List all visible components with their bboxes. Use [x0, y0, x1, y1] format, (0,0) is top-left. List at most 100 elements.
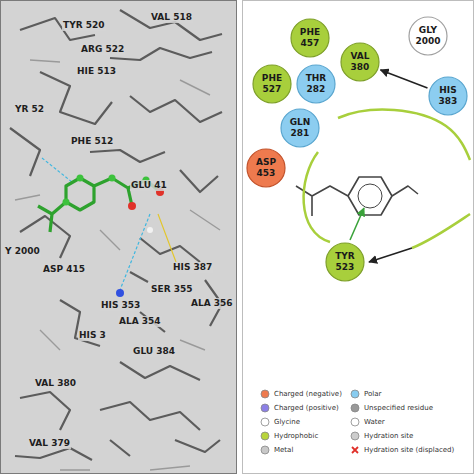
residue-label: GLY 2000: [415, 25, 440, 47]
residue-circle: HIS 383: [428, 76, 468, 116]
legend-sample: [350, 389, 360, 399]
legend-sample: [260, 403, 270, 413]
legend-swatch: [261, 446, 269, 454]
legend-text: Hydrophobic: [274, 432, 318, 440]
residue-disc: [326, 243, 364, 281]
residue-label: GLN 281: [290, 117, 311, 139]
oxygen-atom: [128, 202, 136, 210]
pocket-outline: [304, 110, 470, 248]
legend-item: Hydration site (displaced): [350, 444, 454, 455]
residue-tag: VAL 380: [34, 378, 77, 389]
legend-item: Water: [350, 416, 385, 427]
legend-sample: [260, 431, 270, 441]
legend-sample: [260, 389, 270, 399]
residue-circle: GLY 2000: [408, 16, 448, 56]
hbond-arrow: [369, 248, 412, 262]
aromatic-ring: [358, 184, 382, 208]
residue-label: VAL 380: [350, 51, 369, 73]
interaction-arrow: [381, 70, 428, 88]
residue-tag: GLU 41: [130, 180, 168, 191]
legend-sample: [350, 417, 360, 427]
residue-tag: Y 2000: [4, 246, 41, 257]
residue-disc: [409, 17, 447, 55]
legend-text: Hydration site: [364, 432, 413, 440]
residue-disc: [429, 77, 467, 115]
residue-tag: VAL 518: [150, 12, 193, 23]
legend-sample: [260, 445, 270, 455]
residue-circle: PHE 527: [252, 64, 292, 104]
ligand-ball-stick: [38, 175, 164, 298]
residue-circle: TYR 523: [325, 242, 365, 282]
pi-stack-arrow: [350, 208, 364, 240]
legend-sample: [350, 431, 360, 441]
residue-tag: ARG 522: [80, 44, 125, 55]
legend-item: Unspecified residue: [350, 402, 433, 413]
cross-symbol: [352, 447, 358, 453]
residue-tag: VAL 379: [28, 438, 71, 449]
ligand-atom: [77, 175, 84, 182]
nitrogen-atom: [116, 289, 124, 297]
residue-label: PHE 457: [300, 27, 320, 49]
legend-text: Hydration site (displaced): [364, 446, 454, 454]
legend-swatch: [261, 418, 269, 426]
residue-label: THR 282: [306, 73, 327, 95]
legend-item: Hydration site: [350, 430, 413, 441]
hydrogen-atom: [147, 227, 153, 233]
ligand-skeleton: [296, 177, 418, 216]
legend-item: Hydrophobic: [260, 430, 318, 441]
residue-tag: GLU 384: [132, 346, 176, 357]
residue-tag: SER 355: [150, 284, 193, 295]
residue-disc: [341, 43, 379, 81]
ligand-2d: [296, 177, 418, 216]
ligand-atom: [109, 175, 116, 182]
legend-swatch: [351, 390, 359, 398]
residue-tag: HIS 3: [78, 330, 107, 341]
legend-item: Metal: [260, 444, 293, 455]
legend-item: Charged (negative): [260, 388, 342, 399]
residue-label: PHE 527: [262, 73, 282, 95]
residue-tag: HIS 387: [172, 262, 213, 273]
legend-item: Glycine: [260, 416, 300, 427]
residue-circle: ASP 453: [246, 148, 286, 188]
legend-text: Polar: [364, 390, 381, 398]
residue-label: HIS 383: [439, 85, 458, 107]
legend-sample: [260, 417, 270, 427]
residue-disc: [247, 149, 285, 187]
legend-text: Unspecified residue: [364, 404, 433, 412]
legend-swatch: [351, 432, 359, 440]
legend-sample: [350, 403, 360, 413]
protein-sticks: [10, 10, 222, 460]
legend-text: Water: [364, 418, 385, 426]
legend-sample: [350, 445, 360, 455]
residue-disc: [281, 109, 319, 147]
residue-tag: ALA 356: [190, 298, 234, 309]
legend-text: Glycine: [274, 418, 300, 426]
legend-swatch: [351, 404, 359, 412]
residue-circle: THR 282: [296, 64, 336, 104]
residue-tag: HIE 513: [76, 66, 117, 77]
ligand-atom: [63, 199, 70, 206]
residue-tag: HIS 353: [100, 300, 141, 311]
hbond-dashes: [42, 158, 150, 290]
legend-item: Charged (positive): [260, 402, 339, 413]
residue-tag: PHE 512: [70, 136, 114, 147]
residue-circle: GLN 281: [280, 108, 320, 148]
contact-line: [158, 214, 176, 262]
legend-swatch: [261, 432, 269, 440]
legend-swatch: [261, 404, 269, 412]
legend-text: Charged (negative): [274, 390, 342, 398]
residue-disc: [291, 19, 329, 57]
residue-label: TYR 523: [335, 251, 355, 273]
legend-text: Charged (positive): [274, 404, 339, 412]
interaction-panel: [243, 1, 474, 474]
residue-tag: ALA 354: [118, 316, 162, 327]
residue-circle: VAL 380: [340, 42, 380, 82]
residue-disc: [297, 65, 335, 103]
legend-swatch: [351, 418, 359, 426]
legend-text: Metal: [274, 446, 293, 454]
residue-label: ASP 453: [256, 157, 276, 179]
legend-item: Polar: [350, 388, 381, 399]
residue-tag: YR 52: [14, 104, 45, 115]
